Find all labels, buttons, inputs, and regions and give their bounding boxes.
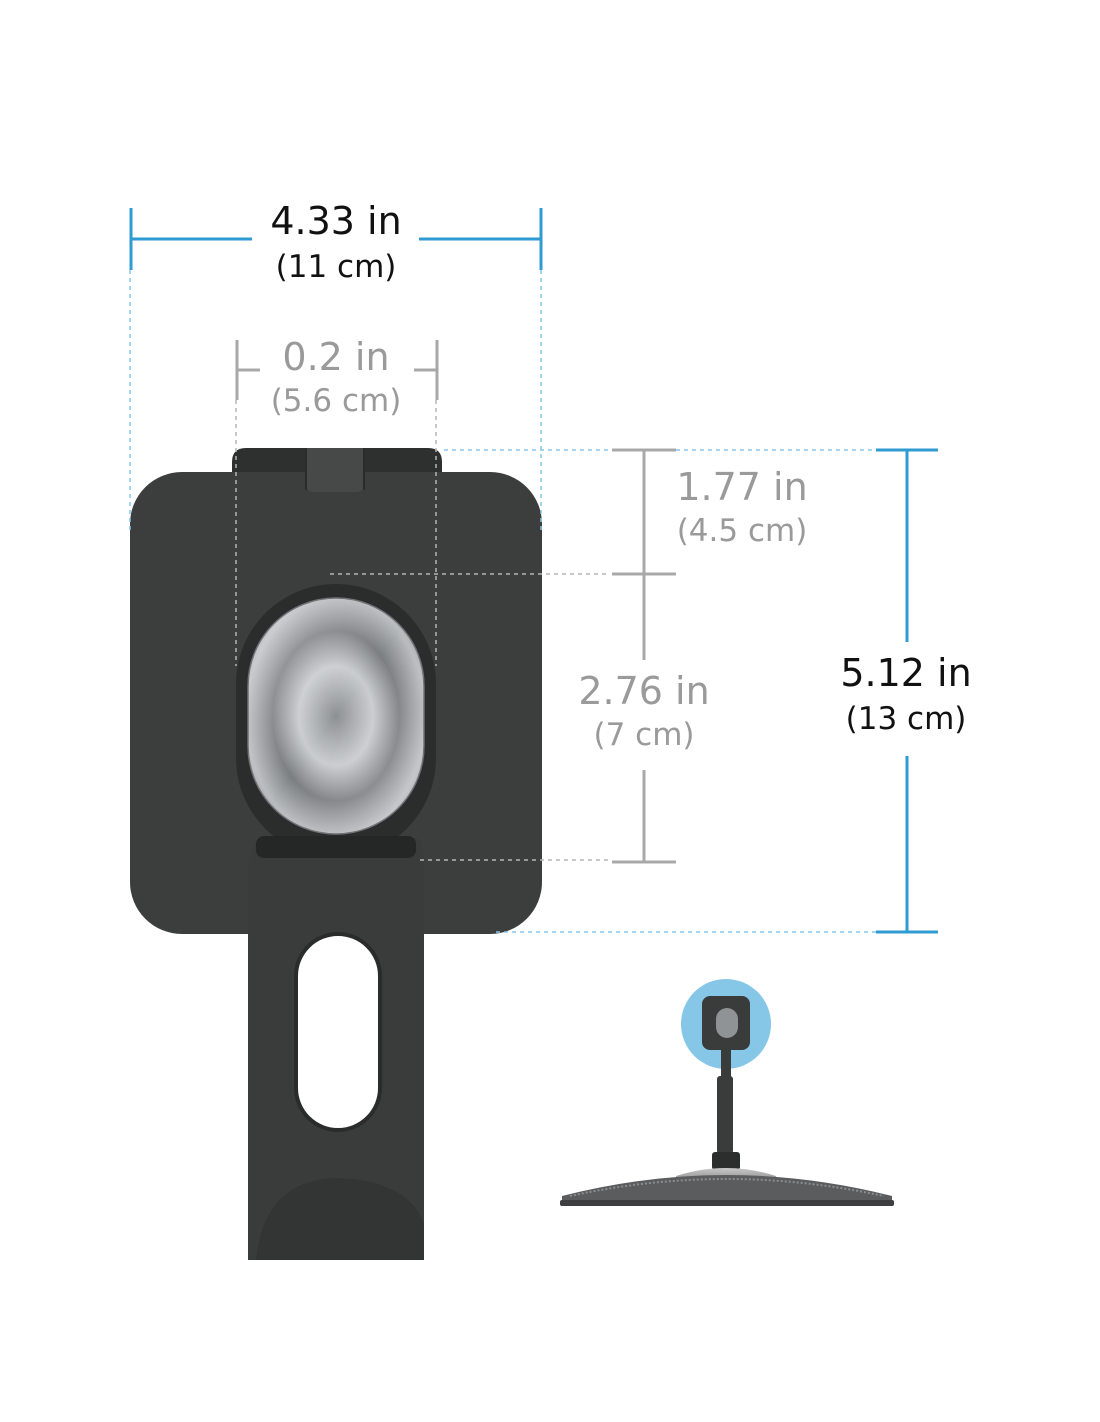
slot-width-value: 0.2 in [282, 335, 390, 379]
monitor-top-edge [562, 1175, 892, 1204]
guide-lines [129, 270, 880, 933]
total-height-metric: (13 cm) [845, 701, 967, 737]
hinge-notch [306, 448, 364, 492]
total-width-value: 4.33 in [270, 199, 402, 243]
upper-height-metric: (4.5 cm) [676, 513, 808, 549]
arm-slot [296, 934, 380, 1130]
upper-height-value: 1.77 in [676, 465, 808, 509]
lower-height-metric: (7 cm) [593, 717, 695, 753]
total-width-dimension [129, 208, 543, 270]
total-height-value: 5.12 in [840, 651, 972, 695]
total-height-dimension [876, 448, 938, 934]
slot-width-dimension [235, 340, 439, 400]
total-width-metric: (11 cm) [275, 249, 397, 285]
part-height-dimensions [612, 448, 676, 864]
lower-height-value: 2.76 in [578, 669, 710, 713]
arm-base-curve [256, 1178, 424, 1260]
monitor-with-mount-thumbnail-icon [560, 979, 894, 1206]
monitor-mount-plate-icon [130, 448, 542, 1260]
slot-width-metric: (5.6 cm) [270, 383, 402, 419]
